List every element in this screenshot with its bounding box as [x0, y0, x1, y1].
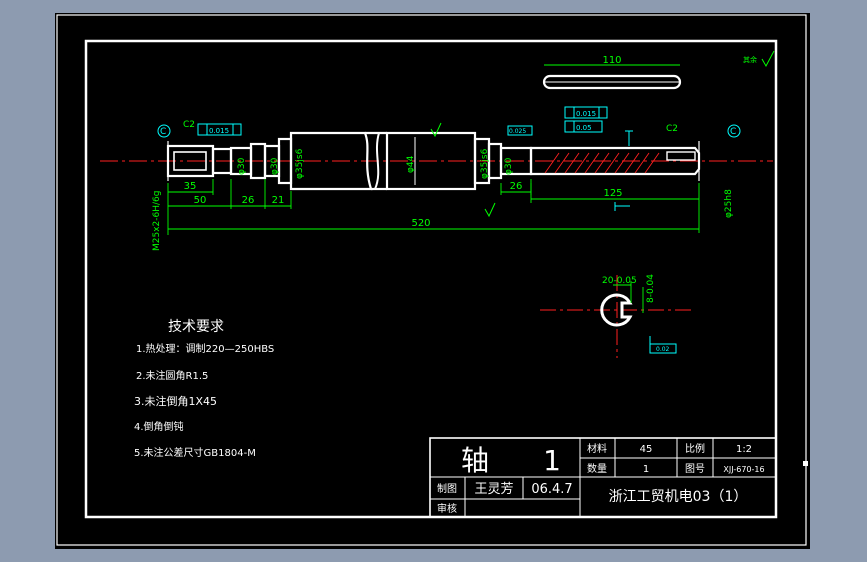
datum-right-letter: C [730, 127, 736, 137]
drawn-by-label: 制图 [437, 482, 457, 495]
dim-phi35b: φ35js6 [480, 148, 490, 179]
dim-125: 125 [603, 188, 622, 199]
drawing-no-value: XJJ-670-16 [723, 465, 764, 474]
cad-drawing: 35 50 26 21 520 26 125 φ30 φ30 φ35js6 φ4… [56, 14, 807, 546]
scale-label: 比例 [685, 442, 705, 455]
section-view: 20-0.05 8-0.04 0.02 [540, 274, 695, 358]
technical-notes: 技术要求 1.热处理：调制220—250HBS 2.未注圆角R1.5 3.未注倒… [134, 319, 274, 459]
outer-border [56, 14, 807, 546]
dim-phi30a: φ30 [237, 157, 247, 175]
part-count: 1 [543, 444, 561, 477]
tech-notes-heading: 技术要求 [168, 319, 224, 335]
drawn-date: 06.4.7 [531, 482, 572, 497]
material-value: 45 [640, 444, 653, 455]
tolerance-mid-a: 0.015 [576, 110, 596, 118]
dim-phi35a: φ35js6 [295, 148, 305, 179]
tolerance-mid-b: 0.05 [576, 124, 592, 132]
roughness-mark-low [484, 202, 496, 218]
quantity-label: 数量 [587, 462, 607, 475]
datum-left-letter: C [160, 127, 166, 137]
company-name: 浙江工贸机电03（1） [609, 489, 748, 505]
tech-note-3: 3.未注倒角1X45 [134, 394, 217, 408]
dim-50: 50 [194, 195, 207, 206]
chamfer-left: C2 [183, 120, 195, 130]
tolerance-mid-c: 0.025 [509, 128, 526, 135]
inner-border [84, 39, 778, 519]
tech-note-5: 5.未注公差尺寸GB1804-M [134, 446, 256, 459]
dim-26a: 26 [242, 195, 255, 206]
dim-phi25: φ25h8 [724, 189, 734, 218]
dim-520: 520 [411, 218, 430, 229]
cad-viewport[interactable]: 35 50 26 21 520 26 125 φ30 φ30 φ35js6 φ4… [55, 13, 810, 549]
chamfer-right: C2 [666, 124, 678, 134]
quantity-value: 1 [643, 464, 649, 475]
dim-phi30b: φ30 [270, 157, 280, 175]
thread-spec: M25x2-6H/6g [152, 191, 162, 251]
drawn-by-name: 王灵芳 [474, 482, 513, 497]
dim-phi30c: φ30 [504, 157, 514, 175]
checked-by-label: 审核 [437, 502, 457, 515]
tolerance-left: 0.015 [209, 127, 229, 135]
title-block: 轴 1 材料 45 比例 1:2 数量 1 图号 XJJ-670-16 制图 王… [429, 437, 777, 518]
datum-circle-left [157, 124, 171, 138]
dim-section-depth: 8-0.04 [646, 274, 656, 303]
tech-note-1: 1.热处理：调制220—250HBS [136, 342, 274, 355]
dim-section-width: 20-0.05 [602, 276, 637, 286]
center-hole [173, 151, 207, 171]
roughness-other-label: 其余 [743, 55, 757, 64]
dim-110: 110 [602, 55, 621, 66]
viewport-resize-grip[interactable] [803, 461, 808, 466]
shaft-main-view: 35 50 26 21 520 26 125 φ30 φ30 φ35js6 φ4… [100, 50, 775, 251]
dim-26b: 26 [510, 181, 523, 192]
material-label: 材料 [587, 442, 607, 455]
drawing-no-label: 图号 [685, 463, 705, 475]
dim-21: 21 [272, 195, 285, 206]
datum-circle-right [727, 124, 741, 138]
dim-35: 35 [184, 181, 197, 192]
tech-note-4: 4.倒角倒钝 [134, 420, 184, 433]
scale-value: 1:2 [736, 444, 752, 455]
roughness-mark-mid [430, 122, 442, 138]
section-tolerance: 0.02 [656, 346, 670, 353]
tech-note-2: 2.未注圆角R1.5 [136, 369, 208, 382]
section-circle [600, 293, 633, 327]
dim-phi44: φ44 [406, 155, 416, 173]
roughness-symbol [761, 50, 775, 68]
part-name: 轴 [461, 444, 489, 477]
